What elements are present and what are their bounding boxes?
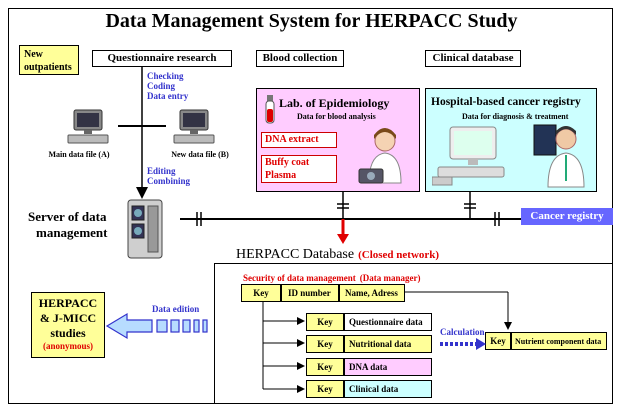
- questionnaire-label: Questionnaire research: [107, 52, 217, 64]
- security-row: Security of data management (Data manage…: [243, 268, 420, 286]
- top-key-label: Key: [253, 288, 269, 298]
- row-key-label: Key: [317, 362, 333, 372]
- new-outpatients-box: New outpatients: [19, 45, 79, 75]
- row-key-dna: Key: [306, 358, 344, 376]
- herpacc-line1: HERPACC: [38, 296, 98, 310]
- data-edition-label: Data edition: [152, 304, 200, 314]
- row-label-questionnaire: Questionnaire data: [349, 317, 423, 327]
- row-nutritional: Nutritional data: [344, 335, 432, 353]
- step-data-entry: Data entry: [147, 91, 189, 101]
- diagram-title: Data Management System for HERPACC Study: [105, 10, 518, 32]
- clinical-database-label: Clinical database: [432, 52, 514, 64]
- step-checking: Checking: [147, 71, 184, 81]
- dna-extract-label: DNA extract: [265, 134, 319, 145]
- step-coding: Coding: [147, 81, 176, 91]
- row-label-clinical: Clinical data: [349, 384, 399, 394]
- buffy-plasma-box: Buffy coat Plasma: [261, 155, 337, 183]
- combining-steps: Editing Combining: [147, 166, 207, 186]
- herpacc-line2: & J-MICC: [39, 311, 97, 325]
- new-outpatients-label: New outpatients: [24, 49, 72, 73]
- nutrient-component-cell: Nutrient component data: [511, 332, 607, 350]
- herpacc-line3: studies: [50, 326, 86, 340]
- row-label-dna: DNA data: [349, 362, 388, 372]
- buffy-coat-label: Buffy coat: [265, 157, 310, 168]
- nutrient-key-cell: Key: [485, 332, 511, 350]
- dna-extract-box: DNA extract: [261, 132, 337, 148]
- calculation-label: Calculation: [440, 327, 485, 337]
- new-data-file-label: New data file (B): [171, 150, 229, 159]
- name-address-label: Name, Adress: [345, 288, 398, 298]
- id-number-cell: ID number: [281, 284, 339, 302]
- server-icon: [127, 199, 163, 259]
- computer-terminal-icon: [432, 126, 505, 186]
- row-questionnaire: Questionnaire data: [344, 313, 432, 331]
- step-editing: Editing: [147, 166, 176, 176]
- cancer-registry-box: Cancer registry: [521, 208, 613, 225]
- lab-epidemiology-panel: Lab. of Epidemiology Data for blood anal…: [256, 88, 420, 192]
- lab-title: Lab. of Epidemiology: [279, 96, 390, 110]
- data-manager-label: (Data manager): [359, 273, 421, 283]
- herpacc-studies-box: HERPACC & J-MICC studies (anonymous): [31, 292, 105, 358]
- questionnaire-box: Questionnaire research: [92, 50, 232, 67]
- server-label-line2: management: [36, 225, 108, 240]
- computer-a-icon: [67, 109, 109, 144]
- server-label-line1: Server of data: [28, 209, 107, 224]
- row-key-clinical: Key: [306, 380, 344, 398]
- clinical-database-box: Clinical database: [425, 50, 521, 67]
- security-label: Security of data management: [243, 273, 356, 283]
- computer-b-icon: [173, 109, 215, 144]
- hospital-registry-panel: Hospital-based cancer registry Data for …: [425, 88, 597, 192]
- database-title: HERPACC Database: [236, 247, 355, 262]
- top-key-cell: Key: [241, 284, 281, 302]
- main-data-file-label: Main data file (A): [48, 150, 110, 159]
- row-key-questionnaire: Key: [306, 313, 344, 331]
- closed-network-label: (Closed network): [358, 249, 440, 261]
- hospital-subtitle: Data for diagnosis & treatment: [462, 112, 569, 121]
- row-clinical: Clinical data: [344, 380, 432, 398]
- row-key-label: Key: [317, 384, 333, 394]
- cancer-registry-label: Cancer registry: [530, 210, 604, 222]
- anonymous-label: (anonymous): [42, 341, 93, 351]
- nutrient-component-label: Nutrient component data: [515, 336, 602, 346]
- hospital-title: Hospital-based cancer registry: [431, 96, 581, 108]
- server-label: Server of data management: [28, 209, 108, 241]
- lab-technician-icon: [358, 128, 402, 184]
- doctor-icon: [533, 124, 585, 188]
- row-key-label: Key: [317, 317, 333, 327]
- blood-collection-label: Blood collection: [262, 52, 338, 64]
- row-key-nutritional: Key: [306, 335, 344, 353]
- row-key-label: Key: [317, 339, 333, 349]
- database-panel: Security of data management (Data manage…: [214, 263, 613, 404]
- step-combining: Combining: [147, 176, 191, 186]
- row-label-nutritional: Nutritional data: [349, 339, 412, 349]
- plasma-label: Plasma: [265, 170, 297, 181]
- lab-subtitle: Data for blood analysis: [297, 112, 376, 121]
- test-tube-icon: [265, 95, 275, 124]
- nutrient-key-label: Key: [490, 336, 506, 346]
- id-number-label: ID number: [288, 288, 331, 298]
- row-dna: DNA data: [344, 358, 432, 376]
- blood-collection-box: Blood collection: [256, 50, 344, 67]
- database-title-row: HERPACC Database (Closed network): [236, 245, 439, 263]
- processing-steps: Checking Coding Data entry: [147, 71, 207, 101]
- name-address-cell: Name, Adress: [339, 284, 405, 302]
